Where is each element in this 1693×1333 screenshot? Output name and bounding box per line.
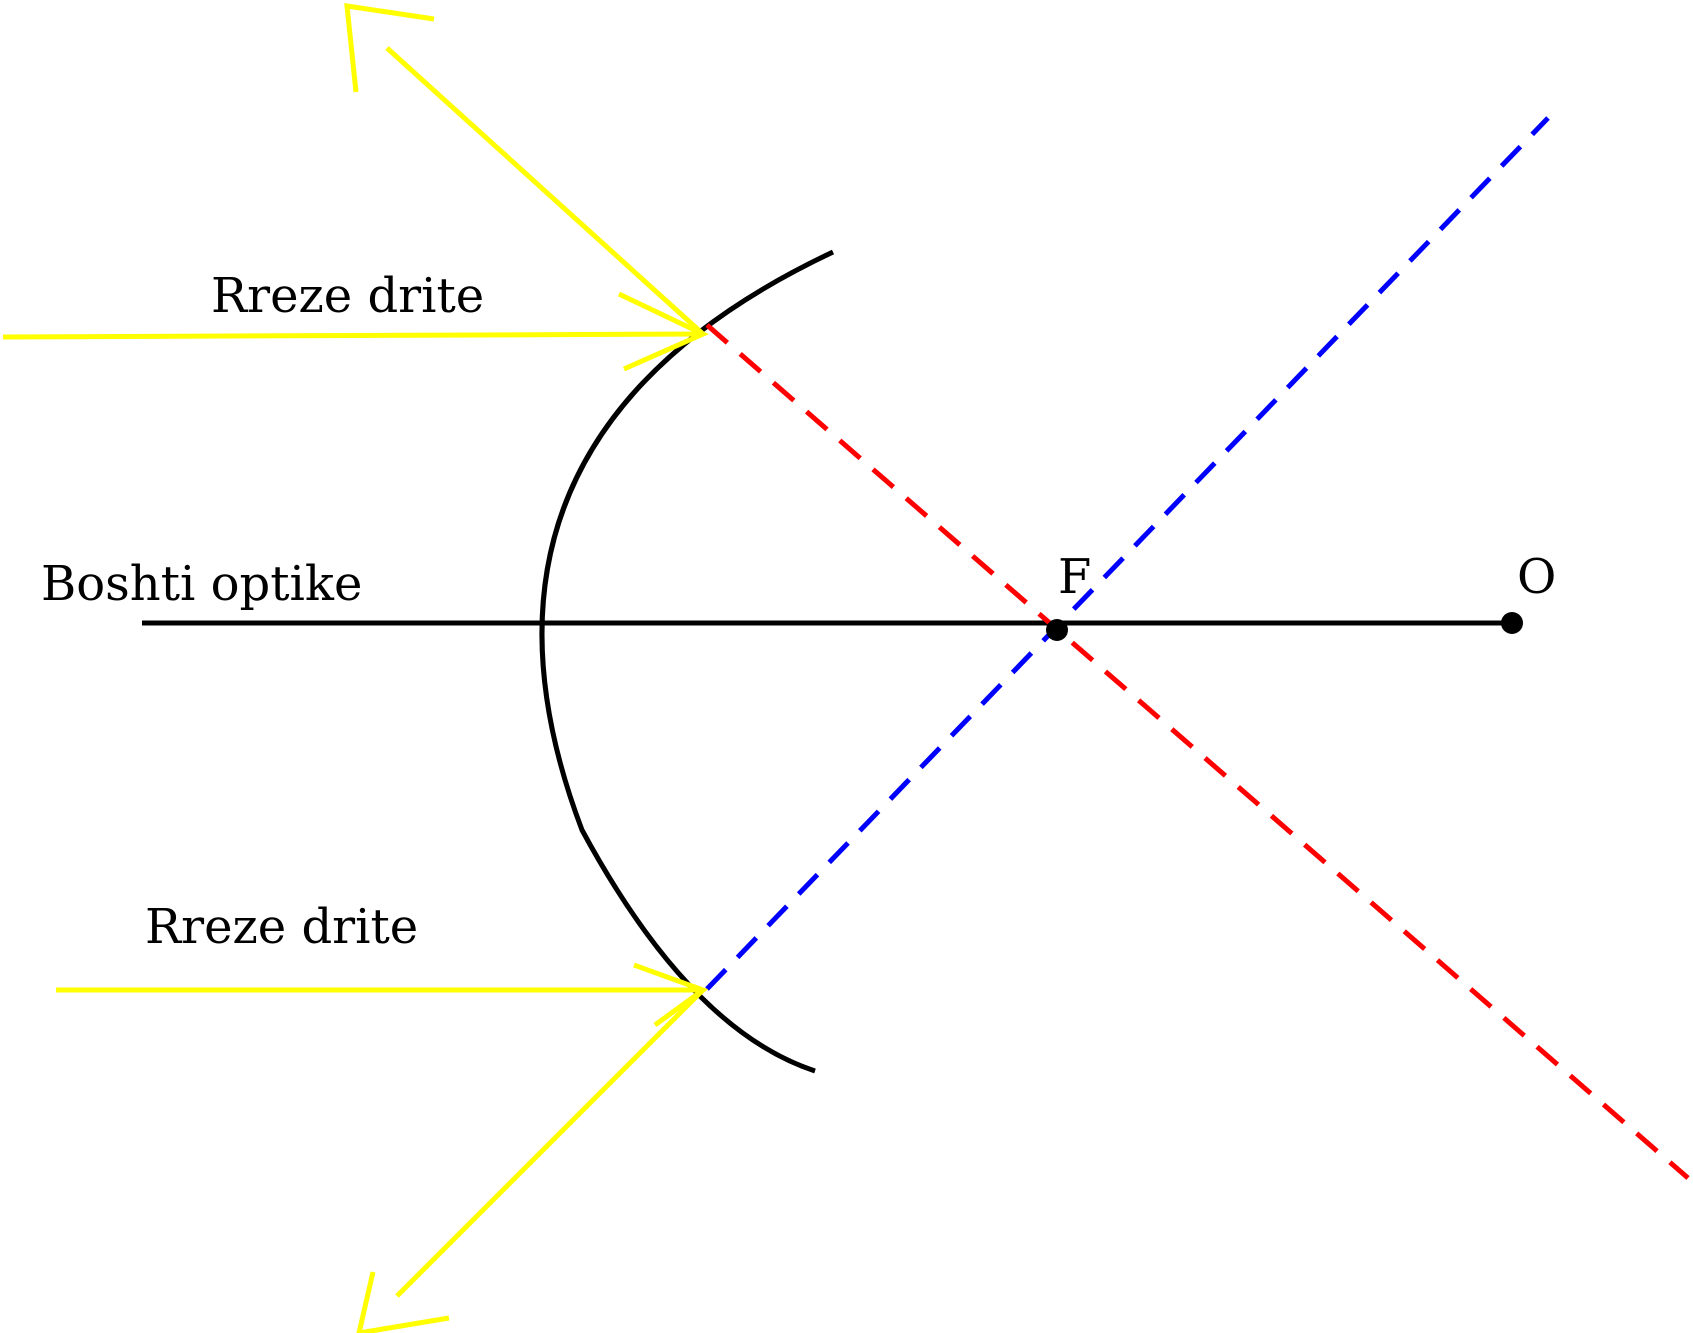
chevron-arrowhead-icon (356, 1271, 450, 1333)
reflected-ray-top (385, 46, 705, 336)
chevron-arrowhead-icon (344, 3, 435, 93)
ray-label-bottom: Rreze drite (145, 899, 418, 955)
chevron-arrowhead-icon (617, 291, 709, 372)
center-label: O (1517, 549, 1556, 605)
extension-line-blue (705, 116, 1550, 991)
center-point-marker (1501, 612, 1523, 634)
focus-point-marker (1046, 619, 1068, 641)
chevron-arrowhead-icon (633, 962, 709, 1028)
ray-label-top: Rreze drite (211, 268, 484, 324)
incident-ray-top (2, 331, 704, 340)
convex-mirror-arc (539, 249, 835, 1074)
extension-line-red (705, 323, 1690, 1180)
optical-axis-label: Boshti optike (41, 556, 362, 612)
reflected-ray-bottom (395, 988, 705, 1298)
focus-label: F (1058, 549, 1091, 605)
